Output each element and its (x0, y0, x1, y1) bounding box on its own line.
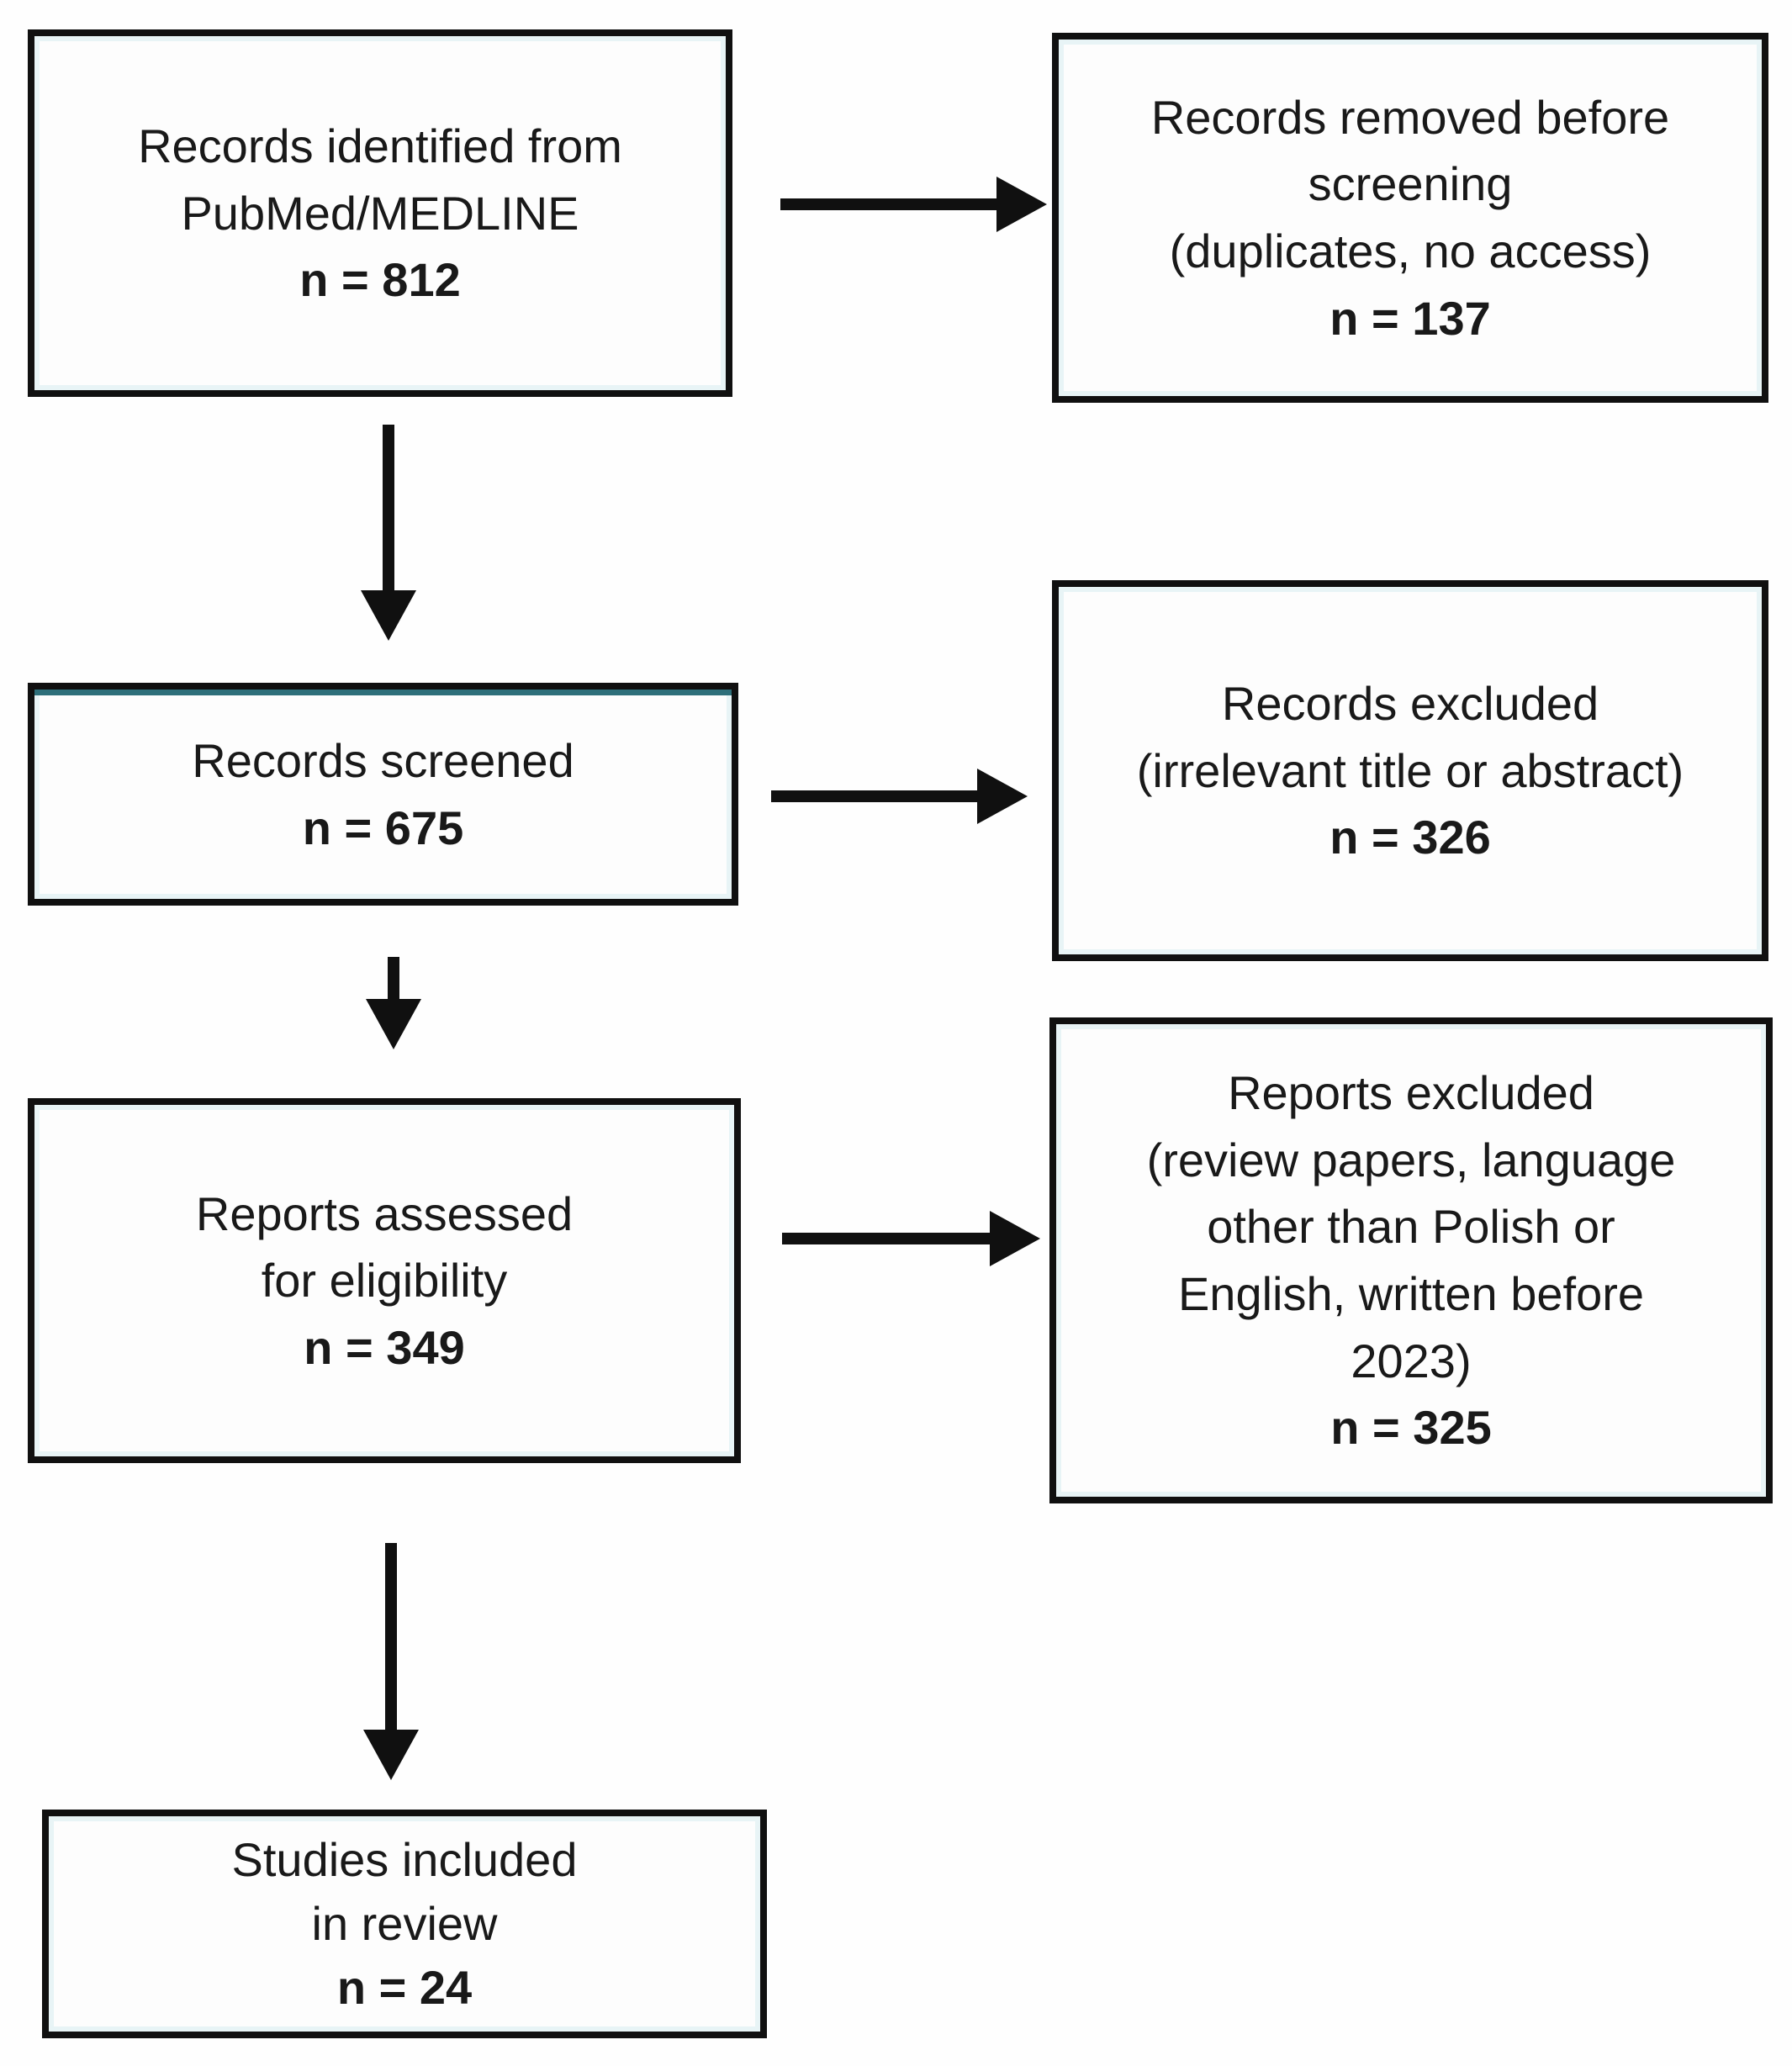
arrow-assessed-to-excluded (782, 1211, 1040, 1266)
box-records-identified: Records identified from PubMed/MEDLINE n… (28, 29, 732, 397)
box-text-line: screening (1308, 157, 1513, 211)
arrow-identified-to-screened (361, 425, 416, 641)
box-records-removed: Records removed before screening (duplic… (1052, 33, 1768, 403)
box-text-line: other than Polish or (1207, 1200, 1615, 1254)
box-text-line: Records excluded (1221, 677, 1599, 731)
arrow-shaft (780, 198, 999, 210)
box-text-line: Studies included (231, 1832, 578, 1886)
arrow-head-icon (366, 999, 421, 1049)
box-text-line: Records identified from (138, 119, 622, 173)
box-count: n = 325 (1330, 1401, 1492, 1455)
box-text-line: 2023) (1351, 1334, 1472, 1387)
box-reports-excluded: Reports excluded (review papers, languag… (1049, 1017, 1773, 1503)
arrow-head-icon (996, 177, 1047, 232)
box-reports-assessed: Reports assessed for eligibility n = 349 (28, 1098, 741, 1463)
box-text-line: Records screened (192, 733, 574, 787)
arrow-shaft (782, 1233, 994, 1244)
box-studies-included: Studies included in review n = 24 (42, 1810, 767, 2038)
arrow-head-icon (363, 1730, 419, 1780)
box-text-line: in review (311, 1896, 498, 1950)
arrow-assessed-to-included (363, 1543, 419, 1780)
arrow-screened-to-excluded (771, 769, 1028, 824)
arrow-head-icon (990, 1211, 1040, 1266)
arrow-shaft (771, 790, 981, 802)
arrow-head-icon (977, 769, 1028, 824)
arrow-shaft (388, 957, 399, 1001)
box-count: n = 24 (336, 1961, 473, 2015)
arrow-head-icon (361, 590, 416, 641)
box-text-line: Reports assessed (195, 1186, 574, 1240)
box-text-line: (irrelevant title or abstract) (1136, 743, 1684, 797)
box-count: n = 326 (1329, 811, 1491, 864)
box-records-excluded: Records excluded (irrelevant title or ab… (1052, 580, 1768, 961)
arrow-identified-to-removed (780, 177, 1047, 232)
arrow-shaft (385, 1543, 397, 1732)
box-text-line: for eligibility (261, 1254, 508, 1308)
box-text-line: PubMed/MEDLINE (181, 186, 579, 240)
box-count: n = 675 (302, 801, 464, 854)
box-count: n = 812 (299, 253, 461, 307)
arrow-screened-to-assessed (366, 957, 421, 1049)
box-text-line: Reports excluded (1228, 1066, 1594, 1120)
box-count: n = 137 (1329, 291, 1491, 345)
box-text-line: (review papers, language (1146, 1133, 1676, 1186)
arrow-shaft (383, 425, 394, 593)
box-count: n = 349 (304, 1320, 465, 1374)
box-text-line: English, written before (1177, 1267, 1645, 1320)
box-text-line: Records removed before (1150, 90, 1670, 144)
box-text-line: (duplicates, no access) (1169, 225, 1652, 277)
box-records-screened: Records screened n = 675 (28, 683, 738, 906)
